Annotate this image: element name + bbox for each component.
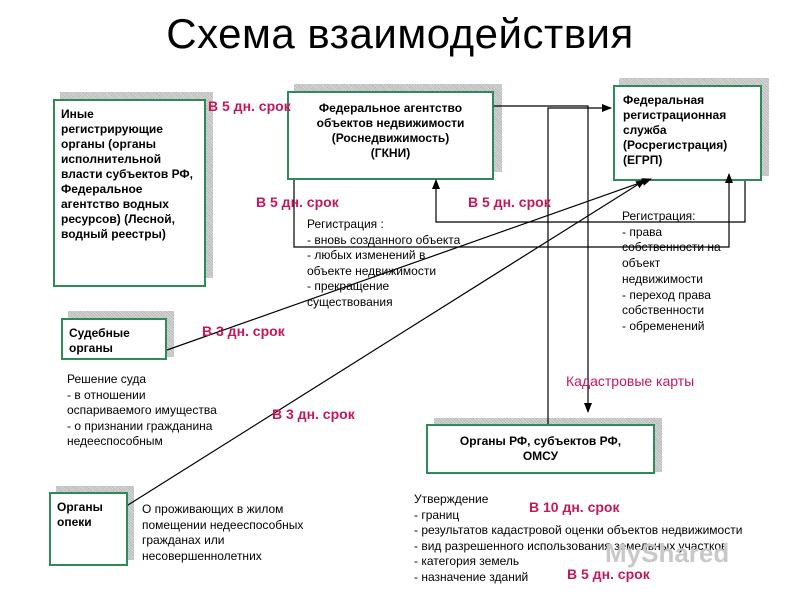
label-10-days: В 10 дн. срок bbox=[529, 499, 620, 515]
arrow-guardianship-to-egrp bbox=[127, 179, 646, 506]
label-3-days-1: В 3 дн. срок bbox=[202, 323, 285, 339]
box-guardianship: Органы опеки bbox=[49, 492, 128, 566]
box-rosregistration: Федеральная регистрационная служба (Роср… bbox=[613, 85, 762, 181]
label-5-days-4: В 5 дн. срок bbox=[567, 566, 650, 582]
watermark: MyShared bbox=[605, 538, 730, 568]
arrow-gkni-bottom-to-egrp bbox=[293, 173, 733, 248]
label-5-days-3: В 5 дн. срок bbox=[468, 194, 551, 210]
box-courts: Судебные органы bbox=[61, 318, 167, 360]
page-title: Схема взаимодействия bbox=[166, 10, 634, 57]
arrow-courts-to-egrp bbox=[166, 178, 652, 351]
arrow-gkni-to-egrp bbox=[494, 105, 592, 413]
label-5-days-1: В 5 дн. срок bbox=[208, 98, 291, 114]
box-rosnedvizhimost-text: Федеральное агентство объектов недвижимо… bbox=[316, 101, 465, 160]
box-other-registrars-text: Иные регистрирующие органы (органы испол… bbox=[61, 107, 193, 241]
label-5-days-2: В 5 дн. срок bbox=[256, 194, 339, 210]
note-approval: Утверждение - границ - результатов кадас… bbox=[414, 492, 743, 584]
note-guardianship: О проживающих в жилом помещении недееспо… bbox=[142, 502, 304, 563]
box-guardianship-text: Органы опеки bbox=[57, 500, 103, 529]
note-court-decision: Решение суда - в отношении оспариваемого… bbox=[67, 372, 217, 448]
box-authorities: Органы РФ, субъектов РФ, ОМСУ bbox=[426, 424, 655, 474]
label-cadastral-maps: Кадастровые карты bbox=[566, 373, 695, 389]
box-other-registrars: Иные регистрирующие органы (органы испол… bbox=[53, 99, 206, 287]
arrow-egrp-to-gkni bbox=[432, 179, 746, 223]
note-egrp-registration: Регистрация: - права собственности на об… bbox=[622, 209, 721, 333]
label-3-days-2: В 3 дн. срок bbox=[272, 406, 355, 422]
box-authorities-text: Органы РФ, субъектов РФ, ОМСУ bbox=[459, 434, 622, 463]
arrow-authorities-to-egrp bbox=[547, 104, 612, 424]
box-rosregistration-text: Федеральная регистрационная служба (Роср… bbox=[623, 93, 728, 167]
box-rosnedvizhimost: Федеральное агентство объектов недвижимо… bbox=[287, 91, 494, 180]
box-courts-text: Судебные органы bbox=[69, 326, 130, 355]
note-gkni-registration: Регистрация : - вновь созданного объекта… bbox=[307, 217, 461, 309]
